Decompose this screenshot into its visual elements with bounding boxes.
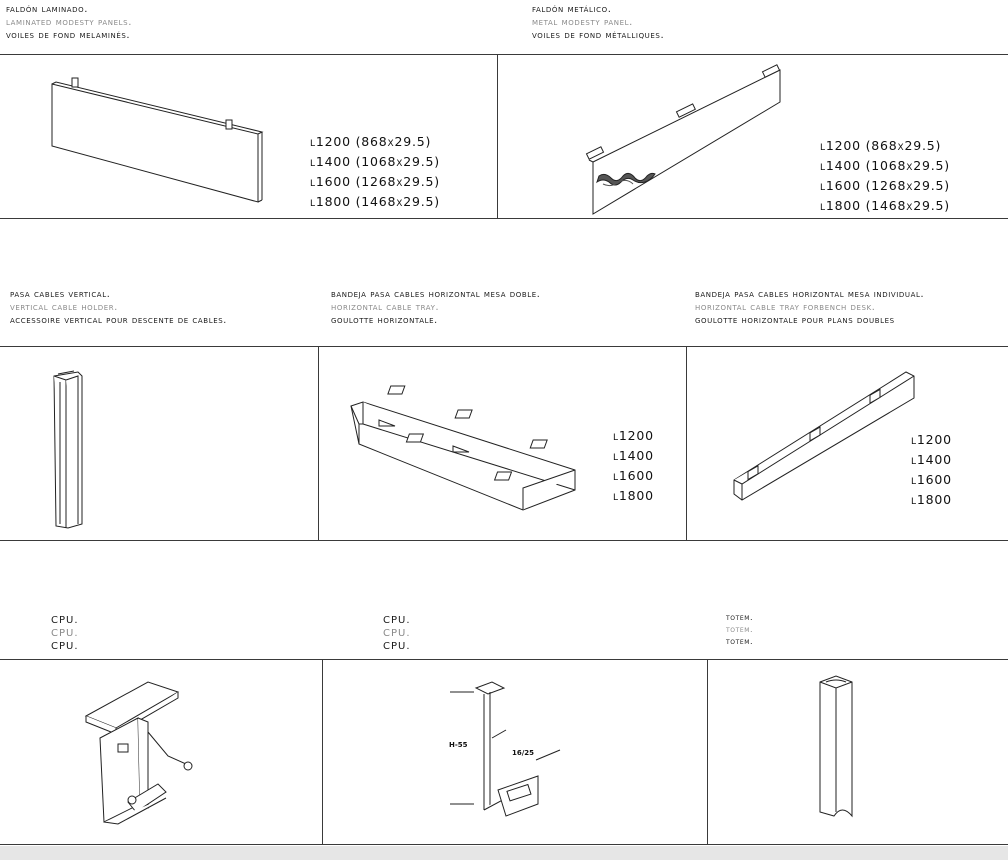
- row3-divider-2: [707, 659, 708, 844]
- metal-panel-sizes: L1200 (868x29.5) L1400 (1068x29.5) L1600…: [820, 136, 950, 216]
- laminated-panel-sizes: L1200 (868x29.5) L1400 (1068x29.5) L1600…: [310, 132, 440, 212]
- size-l1600: L1600: [613, 468, 654, 483]
- caption-line-fr: Goulotte horizontale.: [331, 315, 438, 326]
- caption-line-fr: Accessoire vertical pour descente de cab…: [10, 315, 227, 326]
- dim-width-label: 16/25: [512, 749, 535, 757]
- size-l1200: L1200 (868x29.5): [820, 138, 942, 153]
- caption-line-fr: Voiles de fond melaminés.: [6, 30, 131, 41]
- double-tray-sizes: L1200 L1400 L1600 L1800: [613, 426, 654, 506]
- caption-cpu-holder-2: CPU. CPU. CPU.: [383, 614, 411, 653]
- cpu-holder-illustration: [78, 672, 198, 824]
- size-l1400: L1400 (1068x29.5): [310, 154, 440, 169]
- individual-cable-tray-illustration: [730, 370, 920, 505]
- caption-cable-tray-individual: bandeja pasa cables horizontal mesa indi…: [695, 288, 924, 327]
- size-l1400: L1400: [613, 448, 654, 463]
- row2-top-rule: [0, 346, 1008, 347]
- caption-line-es: faldón laminado.: [6, 4, 89, 15]
- caption-cpu-holder-1: CPU. CPU. CPU.: [51, 614, 79, 653]
- caption-totem: totem. totem. totem.: [726, 612, 753, 648]
- caption-cable-tray-double: bandeja pasa cables horizontal mesa dobl…: [331, 288, 540, 327]
- individual-tray-sizes: L1200 L1400 L1600 L1800: [911, 430, 952, 510]
- caption-line-es: CPU.: [51, 615, 79, 626]
- cpu-holder-dimensioned-illustration: [448, 680, 568, 820]
- row1-divider: [497, 54, 498, 218]
- laminated-panel-illustration: [40, 70, 270, 210]
- caption-line-en: Horizontal cable tray forbench desk.: [695, 302, 876, 313]
- size-l1400: L1400 (1068x29.5): [820, 158, 950, 173]
- size-l1800: L1800 (1468x29.5): [820, 198, 950, 213]
- totem-illustration: [812, 672, 862, 822]
- caption-line-en: Horizontal cable tray.: [331, 302, 440, 313]
- row3-divider-1: [322, 659, 323, 844]
- vertical-cable-holder-illustration: [44, 368, 94, 533]
- caption-line-es: CPU.: [383, 615, 411, 626]
- caption-line-en: Metal modesty panel.: [532, 17, 633, 28]
- row2-divider-1: [318, 346, 319, 540]
- caption-vertical-cable-holder: pasa cables vertical. Vertical cable hol…: [10, 288, 227, 327]
- caption-line-es: bandeja pasa cables horizontal mesa dobl…: [331, 289, 541, 300]
- caption-line-es: bandeja pasa cables horizontal mesa indi…: [695, 289, 925, 300]
- caption-line-fr: Goulotte horizontale pour plans doubles: [695, 315, 895, 326]
- row3-bottom-rule: [0, 844, 1008, 845]
- double-cable-tray-illustration: [345, 380, 595, 515]
- caption-line-es: totem.: [726, 613, 754, 622]
- size-l1200: L1200: [911, 432, 952, 447]
- caption-line-es: faldón metálico.: [532, 4, 612, 15]
- caption-line-fr: Voiles de fond métalliques.: [532, 30, 665, 41]
- caption-line-en: totem.: [726, 625, 754, 634]
- size-l1600: L1600: [911, 472, 952, 487]
- caption-metal-panel: faldón metálico. Metal modesty panel. Vo…: [532, 3, 664, 42]
- row1-top-rule: [0, 54, 1008, 55]
- size-l1600: L1600 (1268x29.5): [820, 178, 950, 193]
- size-l1400: L1400: [911, 452, 952, 467]
- caption-line-en: Vertical cable holder.: [10, 302, 118, 313]
- size-l1800: L1800 (1468x29.5): [310, 194, 440, 209]
- caption-laminated-panel: faldón laminado. Laminated modesty panel…: [6, 3, 132, 42]
- size-l1800: L1800: [911, 492, 952, 507]
- metal-panel-illustration: [585, 64, 785, 214]
- row1-bottom-rule: [0, 218, 1008, 219]
- size-l1200: L1200 (868x29.5): [310, 134, 432, 149]
- caption-line-fr: CPU.: [383, 641, 411, 652]
- caption-line-en: CPU.: [51, 628, 79, 639]
- caption-line-en: CPU.: [383, 628, 411, 639]
- bottom-band: [0, 846, 1008, 860]
- caption-line-es: pasa cables vertical.: [10, 289, 111, 300]
- row2-bottom-rule: [0, 540, 1008, 541]
- size-l1600: L1600 (1268x29.5): [310, 174, 440, 189]
- caption-line-en: Laminated modesty panels.: [6, 17, 132, 28]
- size-l1800: L1800: [613, 488, 654, 503]
- row2-divider-2: [686, 346, 687, 540]
- caption-line-fr: totem.: [726, 637, 754, 646]
- size-l1200: L1200: [613, 428, 654, 443]
- caption-line-fr: CPU.: [51, 641, 79, 652]
- row3-top-rule: [0, 659, 1008, 660]
- dim-height-label: H-55: [449, 741, 468, 749]
